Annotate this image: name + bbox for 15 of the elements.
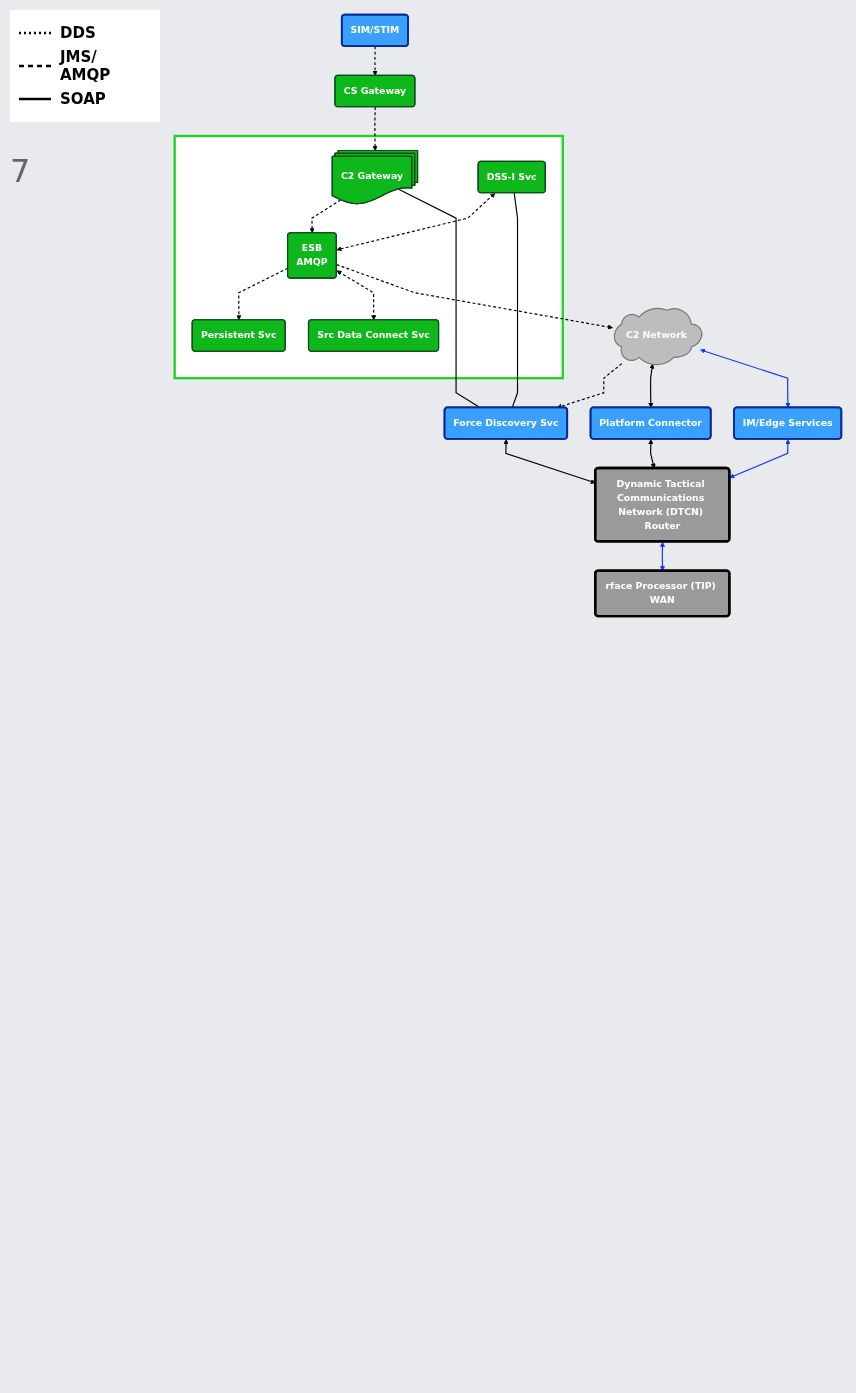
arrow [336,270,377,321]
legend-text: JMS/ AMQP [59,48,112,84]
cluster [173,134,564,380]
arrow [700,348,791,408]
arrow [648,363,655,408]
arrow [336,264,613,330]
arrow [503,439,596,484]
arrow [372,45,378,76]
connector [398,188,481,409]
arrow [729,439,791,479]
legend-text: DDS [60,24,96,42]
arrow [336,193,496,252]
page-number: 7 [10,152,32,190]
legend-text: SOAP [60,90,106,108]
connector [511,192,519,409]
